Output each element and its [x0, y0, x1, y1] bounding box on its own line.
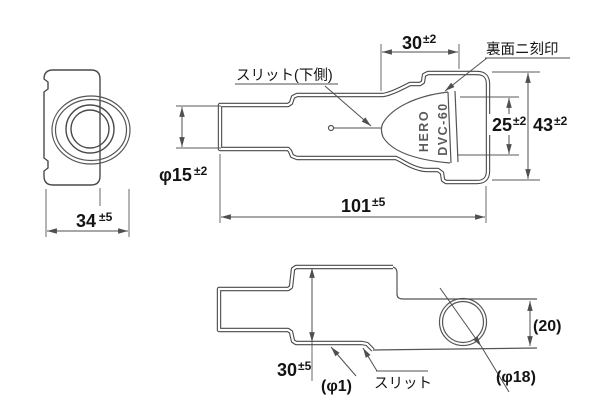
- side-bell-edge-2: [454, 90, 459, 163]
- dim-25-label-bg: [489, 114, 532, 135]
- stamp-line2: DVC-60: [436, 102, 450, 155]
- bottom-body-outline-core: [217, 265, 393, 351]
- label-back-stamp: 裏面ニ刻印: [486, 40, 559, 58]
- label-phi1: (φ1): [321, 378, 352, 395]
- front-ring-inner: [70, 109, 110, 149]
- slit-hole-marker: [327, 124, 335, 132]
- bottom-opening-outer: [438, 297, 488, 347]
- front-ring-outer: [65, 104, 115, 154]
- side-body-outline-core: [218, 71, 490, 184]
- front-oval-inner: [54, 98, 128, 162]
- label-slit: スリット: [374, 376, 432, 392]
- stamp-line1: HERO: [417, 110, 431, 152]
- side-bell-edge-1: [447, 91, 452, 164]
- front-view: 34 ±5: [43, 69, 131, 237]
- leader-back-stamp: [444, 57, 488, 92]
- dim-30top-value: 30: [402, 33, 422, 53]
- bottom-view: 30 ±5 (φ1) スリット (φ18) (20): [216, 264, 561, 395]
- label-phi18: (φ18): [496, 369, 536, 386]
- side-view: HERO DVC-60 スリット(下側) 裏面ニ刻印 30 ±2 φ15 ±2 …: [159, 32, 570, 223]
- front-oval-outer: [51, 95, 131, 165]
- dim-43-tol: ±2: [554, 114, 568, 128]
- dim-101-value: 101: [341, 196, 371, 216]
- dim-34-tol: ±5: [99, 210, 113, 224]
- dim-30btm-tol: ±5: [298, 359, 312, 373]
- leader-phi18: [439, 287, 482, 347]
- label-20: (20): [533, 318, 561, 335]
- dim-15-tol: ±2: [194, 164, 208, 178]
- side-bell-outline: [380, 91, 451, 164]
- dim-25-value: 25: [492, 115, 512, 135]
- dim-15-value: φ15: [159, 165, 192, 185]
- bottom-lower-edge: [372, 347, 538, 351]
- label-slit-lower: スリット(下側): [236, 67, 333, 84]
- dim-25-tol: ±2: [513, 114, 527, 128]
- leader-slit: [362, 347, 378, 372]
- leader-phi18-tail: [480, 345, 510, 393]
- leader-phi1: [330, 346, 357, 377]
- bottom-body-outline: [216, 264, 393, 352]
- dim-34-value: 34: [76, 211, 96, 231]
- dim-30top-tol: ±2: [423, 32, 437, 46]
- dim-101-tol: ±5: [372, 195, 386, 209]
- dim-30btm-value: 30: [277, 360, 297, 380]
- dim-43-value: 43: [533, 115, 553, 135]
- leader-slit-lower: [324, 85, 372, 127]
- front-body-outline: [43, 69, 101, 186]
- bottom-opening-inner: [441, 300, 485, 344]
- bottom-upper-edge: [392, 266, 537, 300]
